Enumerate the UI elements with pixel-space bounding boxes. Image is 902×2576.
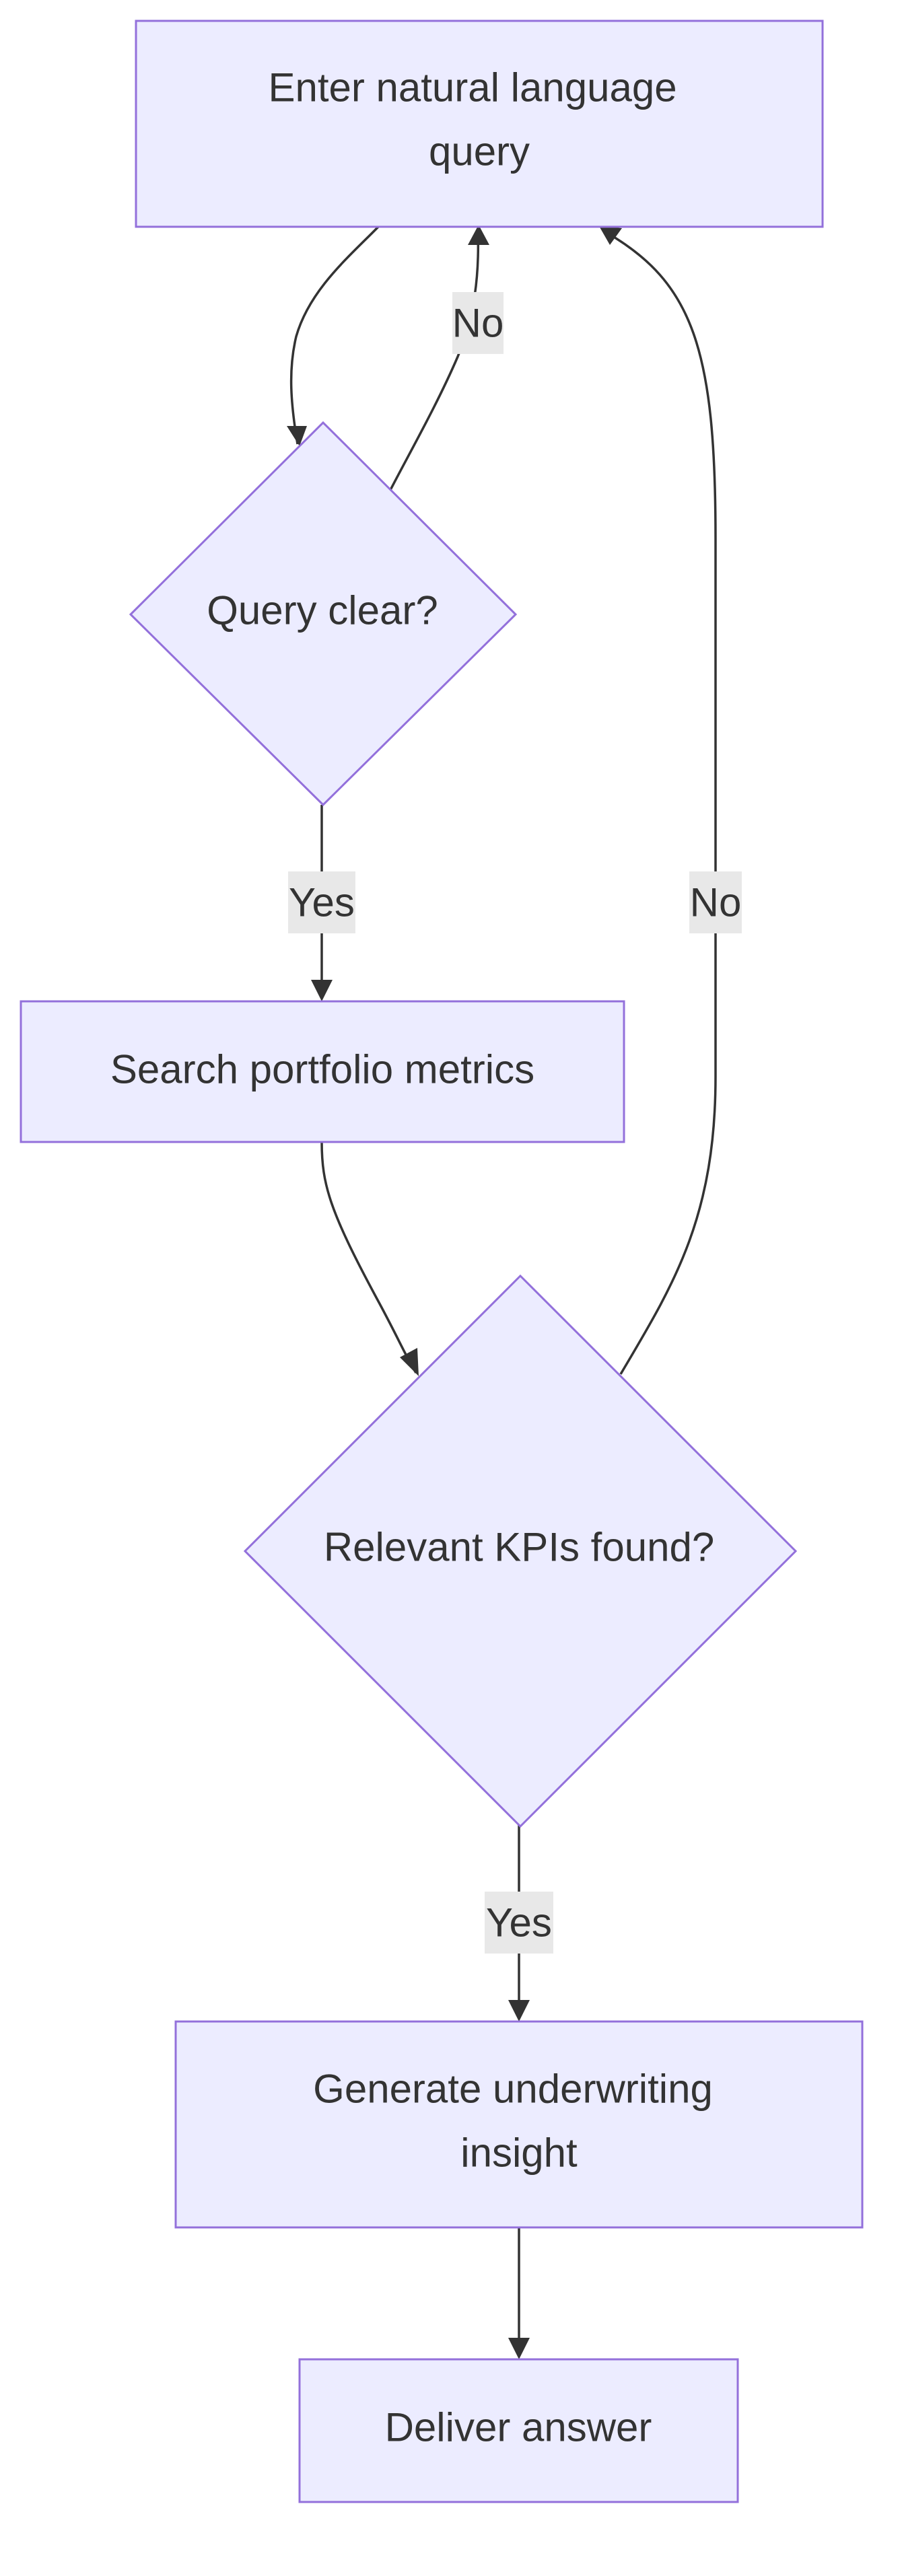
arrowhead-enter-query-bottom-right	[599, 226, 622, 245]
arrowhead-query-clear-top	[287, 426, 307, 446]
node-label-line-1: Enter natural language	[268, 65, 676, 110]
node-label-line-1: Search portfolio metrics	[110, 1047, 534, 1092]
edge-kpis-found-to-enter-query-no	[605, 231, 717, 1375]
edge-label-text: Yes	[486, 1900, 552, 1945]
arrowhead-kpis-found-top	[400, 1348, 419, 1376]
node-kpis-found: Relevant KPIs found?	[243, 1274, 798, 1828]
edge-enter-query-to-query-clear	[289, 225, 380, 445]
arrowhead-search-metrics-top	[311, 980, 333, 1001]
node-label-line-1: Deliver answer	[385, 2405, 652, 2450]
node-label-line-1: Relevant KPIs found?	[324, 1525, 714, 1570]
edge-label-text: No	[452, 301, 504, 346]
node-query-clear: Query clear?	[129, 421, 518, 807]
arrowhead-generate-insight-top	[508, 2000, 530, 2022]
node-label-line-2: query	[429, 129, 530, 174]
edge-label-query-clear-yes: Yes	[288, 871, 355, 933]
node-generate-insight: Generate underwriting insight	[174, 2020, 864, 2229]
node-label-line-2: insight	[460, 2131, 578, 2176]
node-label-line-1: Generate underwriting	[313, 2067, 713, 2112]
edge-search-metrics-to-kpis-found	[320, 1141, 417, 1373]
edge-label-query-clear-no: No	[452, 292, 504, 354]
edge-label-kpis-found-no: No	[689, 871, 742, 933]
node-label-line-1: Query clear?	[207, 588, 438, 633]
node-enter-query: Enter natural language query	[135, 20, 824, 228]
arrowhead-deliver-answer-top	[508, 2338, 530, 2359]
edge-label-text: No	[690, 880, 742, 925]
edge-query-clear-to-enter-query-no	[389, 231, 480, 491]
node-search-metrics: Search portfolio metrics	[20, 1000, 625, 1143]
arrowheads	[287, 225, 622, 2359]
node-deliver-answer: Deliver answer	[298, 2358, 739, 2503]
edge-label-text: Yes	[289, 880, 355, 925]
edge-label-kpis-found-yes: Yes	[485, 1892, 553, 1954]
arrowhead-enter-query-bottom-left	[468, 225, 489, 245]
